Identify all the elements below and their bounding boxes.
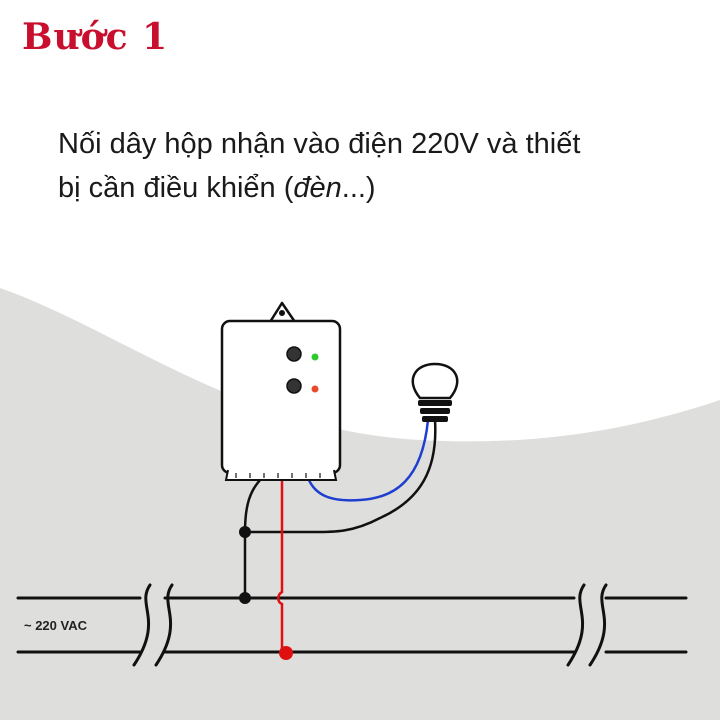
instruction-line-2-prefix: bị cần điều khiển ( xyxy=(58,172,294,204)
instruction-text: Nối dây hộp nhận vào điện 220V và thiết … xyxy=(58,122,698,210)
instruction-line-2-suffix: ...) xyxy=(341,172,376,204)
junction-dot-red-line xyxy=(279,646,293,660)
junction-dot-black-top xyxy=(239,526,251,538)
instruction-line-2: bị cần điều khiển (đèn...) xyxy=(58,166,698,210)
mains-lines xyxy=(16,583,688,667)
instruction-line-1: Nối dây hộp nhận vào điện 220V và thiết xyxy=(58,128,581,160)
instruction-line-2-italic: đèn xyxy=(293,172,342,204)
light-bulb-icon xyxy=(411,362,459,422)
step-title: Bước 1 xyxy=(22,16,169,58)
receiver-box-icon xyxy=(220,301,342,481)
background-shape xyxy=(0,288,720,720)
blue-wire xyxy=(306,419,430,502)
receiver-button-1 xyxy=(286,346,302,362)
led-green xyxy=(311,353,319,361)
red-wire xyxy=(277,478,284,652)
junction-dot-black-line xyxy=(239,592,251,604)
led-red xyxy=(311,385,319,393)
receiver-button-2 xyxy=(286,378,302,394)
power-label: ~ 220 VAC xyxy=(24,618,88,633)
